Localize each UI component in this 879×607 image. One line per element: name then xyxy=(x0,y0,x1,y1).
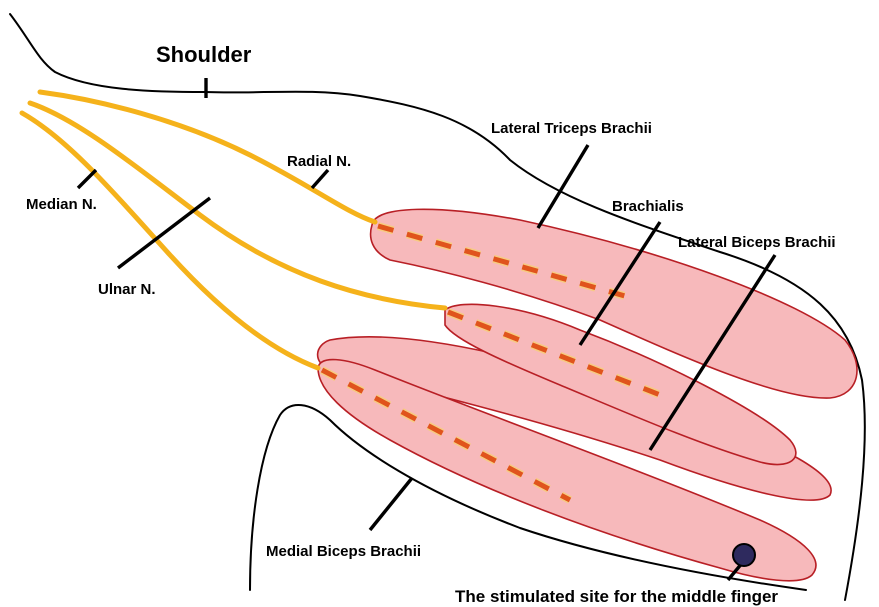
medial-biceps-label: Medial Biceps Brachii xyxy=(266,543,421,560)
lateral-triceps-label: Lateral Triceps Brachii xyxy=(491,120,652,137)
lateral-biceps-label: Lateral Biceps Brachii xyxy=(678,234,836,251)
median-nerve-label: Median N. xyxy=(26,196,97,213)
radial-nerve-label: Radial N. xyxy=(287,153,351,170)
radial-leader xyxy=(312,170,328,188)
stimulated-site-label: The stimulated site for the middle finge… xyxy=(455,587,778,606)
medial-biceps-leader xyxy=(370,478,412,530)
brachialis-label: Brachialis xyxy=(612,198,684,215)
ulnar-nerve-label: Ulnar N. xyxy=(98,281,156,298)
stimulation-site-dot xyxy=(733,544,755,566)
shoulder-label: Shoulder xyxy=(156,42,252,67)
ulnar-leader xyxy=(118,198,210,268)
ulnar-nerve xyxy=(22,113,318,368)
lateral-triceps-leader xyxy=(538,145,588,228)
median-leader xyxy=(78,170,96,188)
